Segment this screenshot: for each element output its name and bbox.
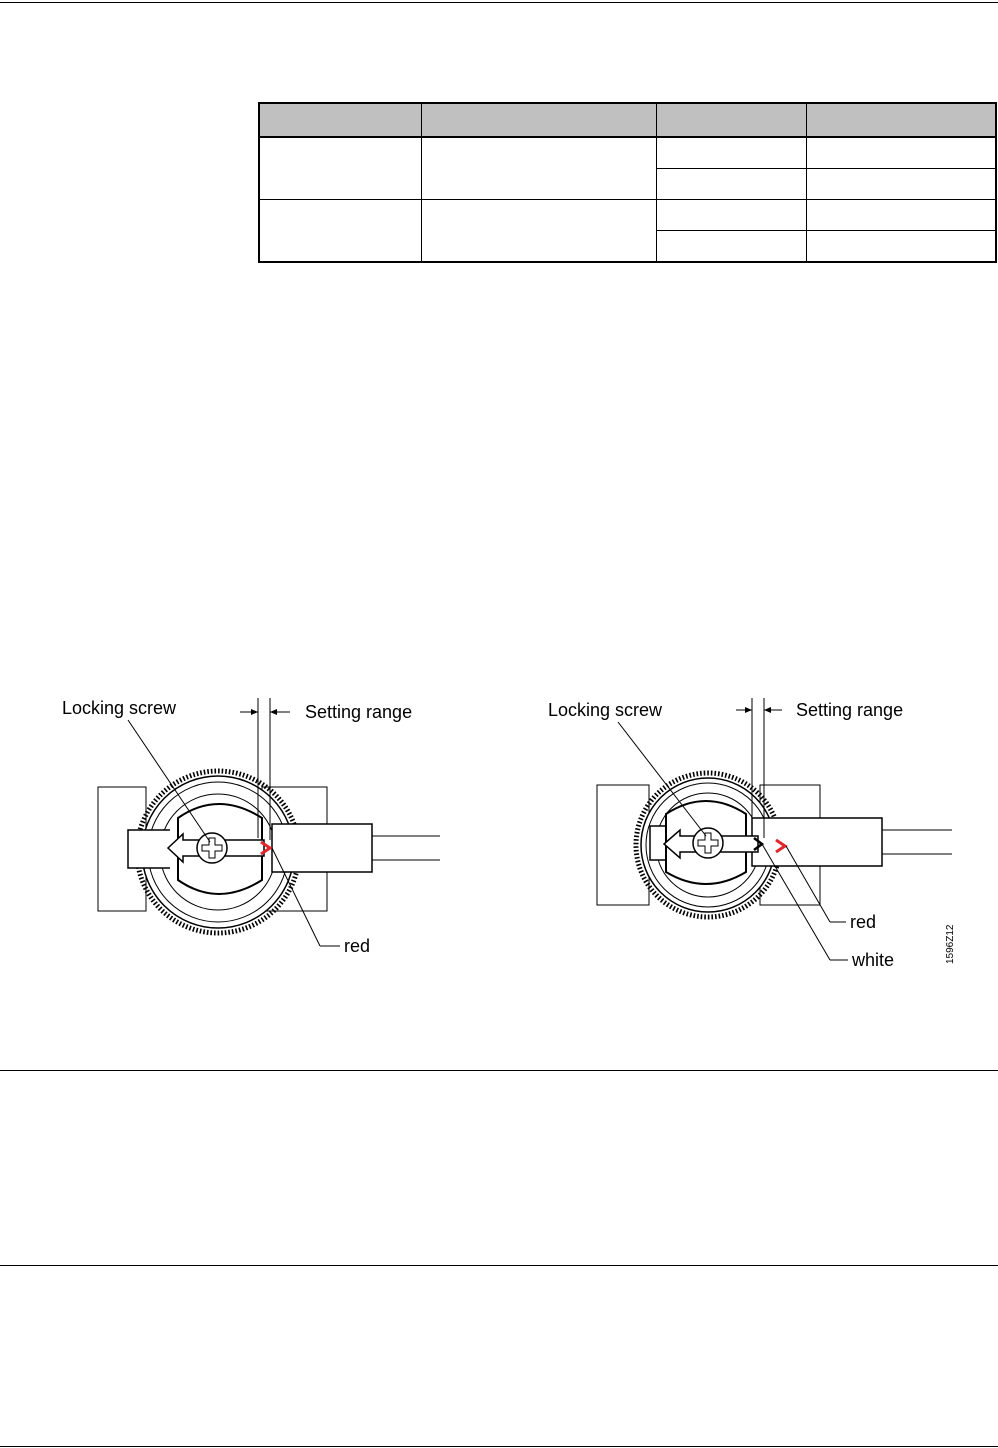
section-rule — [0, 1446, 998, 1447]
table-cell — [655, 136, 807, 169]
screw-cross — [697, 832, 719, 854]
table-cell — [420, 199, 657, 263]
setting-range-label: Setting range — [796, 700, 903, 720]
table-header-cell — [420, 102, 657, 138]
lever-tab — [649, 825, 668, 861]
table-cell — [420, 136, 657, 200]
screw-cross — [201, 837, 223, 859]
red-marker — [260, 840, 273, 856]
arrowhead — [745, 707, 752, 713]
locking-screw-label: Locking screw — [548, 700, 663, 720]
red-marker — [775, 838, 788, 854]
arrowhead — [251, 709, 258, 715]
lever-shaft — [751, 817, 883, 867]
white-leader — [761, 843, 831, 961]
table-cell — [805, 230, 997, 263]
table-cell — [655, 168, 807, 200]
page-top-rule — [0, 2, 998, 3]
red-leader — [271, 847, 321, 947]
locking-screw-leader — [617, 721, 707, 837]
table-header-cell — [258, 102, 422, 138]
table-header-cell — [805, 102, 997, 138]
red-label: red — [344, 936, 370, 956]
section-rule — [0, 1265, 998, 1266]
red-leader — [785, 845, 831, 923]
lever-tab — [127, 829, 170, 869]
figure-left-locking-dial: Setting range Locking screw red — [62, 698, 440, 956]
white-label: white — [851, 950, 894, 970]
lever-shaft — [271, 823, 373, 873]
table-row — [259, 230, 997, 263]
table-row — [258, 136, 997, 200]
table-row — [258, 199, 997, 263]
table-cell — [258, 199, 422, 263]
table-cell — [805, 136, 997, 169]
table-cell — [655, 230, 807, 263]
table-cell — [805, 199, 997, 231]
arrowhead — [270, 709, 277, 715]
setting-range-label: Setting range — [305, 702, 412, 722]
table-cell — [655, 199, 807, 231]
spec-table — [258, 102, 997, 263]
table-header-row — [258, 102, 997, 138]
red-label: red — [850, 912, 876, 932]
table-cell — [805, 168, 997, 200]
locking-screw-label: Locking screw — [62, 698, 177, 718]
table-header-cell — [655, 102, 807, 138]
section-rule — [0, 1070, 998, 1071]
arrowhead — [764, 707, 771, 713]
table-cell — [258, 136, 422, 200]
figure-code: 1596Z12 — [945, 924, 956, 964]
figure-right-locking-dial: Setting range Locking screw red white 15… — [548, 698, 956, 970]
locking-screw-leader — [127, 719, 211, 843]
